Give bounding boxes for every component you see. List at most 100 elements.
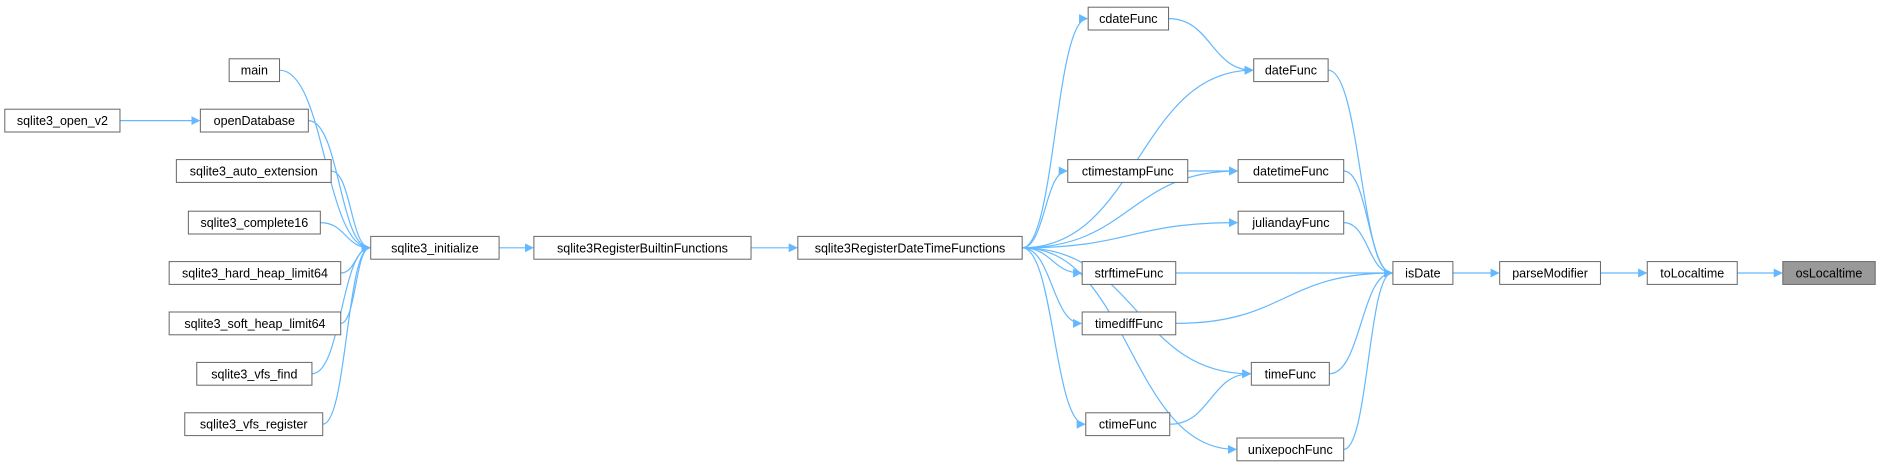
node-box [1782,261,1876,285]
node-box [1081,261,1177,285]
node-to-localtime[interactable]: toLocaltime [1646,261,1738,285]
node-label: dateFunc [1265,64,1317,78]
edge-ctime-func-to-time-func [1169,369,1252,425]
node-label: osLocaltime [1796,267,1863,281]
node-sqlite3-open-v2[interactable]: sqlite3_open_v2 [4,108,121,133]
node-box [1081,311,1177,336]
node-date-func[interactable]: dateFunc [1253,58,1329,83]
node-box [1067,159,1189,183]
node-sqlite3-register-date-time-functions[interactable]: sqlite3RegisterDateTimeFunctions [797,235,1023,260]
node-box [797,235,1023,260]
node-sqlite3-complete16[interactable]: sqlite3_complete16 [187,210,321,235]
edge-open-database-to-sqlite3-initialize [308,120,371,253]
node-label: sqlite3_complete16 [200,216,308,230]
edge-sqlite3-register-date-time-functions-to-ctimestamp-func [1022,166,1068,249]
node-sqlite3-initialize[interactable]: sqlite3_initialize [370,235,500,260]
node-label: sqlite3_auto_extension [190,165,318,179]
node-parse-modifier[interactable]: parseModifier [1499,261,1601,285]
edge-cdate-func-to-date-func [1168,18,1254,75]
edge-sqlite3-register-date-time-functions-to-unixepoch-func [1022,247,1237,454]
edge-main-to-sqlite3-initialize [279,69,371,253]
node-main[interactable]: main [228,58,281,83]
edge-julianday-func-to-is-date [1343,222,1393,278]
edge-sqlite3-register-date-time-functions-to-cdate-func [1022,14,1089,249]
edge-sqlite3-register-date-time-functions-to-julianday-func [1022,218,1239,249]
node-julianday-func[interactable]: juliandayFunc [1237,210,1345,235]
node-sqlite3-auto-extension[interactable]: sqlite3_auto_extension [175,159,332,183]
edge-timediff-func-to-is-date [1175,268,1393,324]
node-label: timediffFunc [1095,317,1163,331]
node-box [196,361,313,386]
edge-sqlite3-register-date-time-functions-to-timediff-func [1022,247,1083,328]
node-sqlite3-vfs-register[interactable]: sqlite3_vfs_register [184,412,324,437]
edge-unixepoch-func-to-is-date [1343,268,1393,450]
node-is-date[interactable]: isDate [1392,261,1454,285]
edge-sqlite3-complete16-to-sqlite3-initialize [320,222,371,253]
node-box [168,261,342,285]
node-box [1253,58,1329,83]
node-label: datetimeFunc [1253,165,1329,179]
node-sqlite3-hard-heap-limit64[interactable]: sqlite3_hard_heap_limit64 [168,261,342,285]
node-unixepoch-func[interactable]: unixepochFunc [1236,437,1345,462]
node-label: sqlite3_hard_heap_limit64 [182,267,328,281]
node-label: sqlite3RegisterBuiltinFunctions [557,241,728,255]
node-box [4,108,121,133]
node-label: ctimeFunc [1099,418,1157,432]
edges-layer [119,14,1783,454]
node-ctime-func[interactable]: ctimeFunc [1085,412,1171,437]
node-box [187,210,321,235]
edge-time-func-to-is-date [1329,268,1393,375]
node-label: sqlite3RegisterDateTimeFunctions [815,241,1006,255]
node-label: parseModifier [1512,267,1588,281]
node-datetime-func[interactable]: datetimeFunc [1237,159,1345,183]
node-label: ctimestampFunc [1082,165,1174,179]
node-os-localtime[interactable]: osLocaltime [1782,261,1876,285]
node-label: sqlite3_initialize [391,241,479,255]
edge-sqlite3-register-date-time-functions-to-datetime-func [1022,166,1239,249]
edge-sqlite3-vfs-find-to-sqlite3-initialize [311,243,371,375]
edge-sqlite3-register-date-time-functions-to-ctime-func [1022,247,1086,429]
edge-sqlite3-vfs-register-to-sqlite3-initialize [322,243,371,425]
node-box [1237,159,1345,183]
node-box [1236,437,1345,462]
edge-sqlite3-soft-heap-limit64-to-sqlite3-initialize [340,243,371,324]
node-strftime-func[interactable]: strftimeFunc [1081,261,1177,285]
node-ctimestamp-func[interactable]: ctimestampFunc [1067,159,1189,183]
node-box [199,108,309,133]
nodes-layer: sqlite3_open_v2 main openDatabase sqlite3_a… [4,6,1876,462]
node-label: strftimeFunc [1095,267,1164,281]
node-cdate-func[interactable]: cdateFunc [1087,6,1170,31]
edge-datetime-func-to-is-date [1343,170,1393,278]
node-sqlite3-soft-heap-limit64[interactable]: sqlite3_soft_heap_limit64 [168,311,342,336]
node-box [175,159,332,183]
node-sqlite3-register-builtin-functions[interactable]: sqlite3RegisterBuiltinFunctions [533,235,752,260]
node-box [1237,210,1345,235]
node-box [168,311,342,336]
node-label: toLocaltime [1660,267,1724,281]
node-box [1646,261,1738,285]
node-box [228,58,281,83]
node-label: openDatabase [214,114,295,128]
node-label: juliandayFunc [1251,216,1329,230]
node-label: isDate [1405,267,1440,281]
edge-sqlite3-auto-extension-to-sqlite3-initialize [330,170,371,253]
node-box [1087,6,1170,31]
node-box [184,412,324,437]
node-open-database[interactable]: openDatabase [199,108,309,133]
node-box [533,235,752,260]
node-label: timeFunc [1265,367,1316,381]
node-time-func[interactable]: timeFunc [1250,361,1330,386]
node-box [1250,361,1330,386]
node-box [1392,261,1454,285]
node-box [1499,261,1601,285]
edge-sqlite3-register-date-time-functions-to-date-func [1022,65,1254,249]
node-label: main [241,64,268,78]
node-sqlite3-vfs-find[interactable]: sqlite3_vfs_find [196,361,313,386]
node-label: sqlite3_vfs_register [200,418,308,432]
node-label: cdateFunc [1099,12,1157,26]
node-timediff-func[interactable]: timediffFunc [1081,311,1177,336]
node-label: unixepochFunc [1248,443,1333,457]
node-label: sqlite3_vfs_find [211,367,297,381]
node-box [1085,412,1171,437]
